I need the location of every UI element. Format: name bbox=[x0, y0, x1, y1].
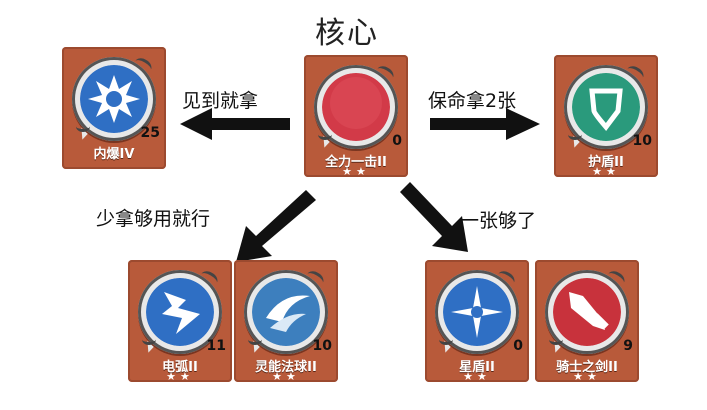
card-count: 0 bbox=[513, 338, 523, 354]
card-count: 25 bbox=[140, 125, 160, 141]
sword-icon bbox=[553, 278, 621, 346]
card-name: 星盾II bbox=[459, 360, 495, 375]
card-stars: ★★ bbox=[573, 370, 601, 383]
card-stars: ★★ bbox=[166, 370, 194, 383]
orb-icon bbox=[252, 278, 320, 346]
card-name: 护盾II bbox=[588, 155, 624, 170]
card-count: 10 bbox=[632, 133, 652, 149]
arrow-right bbox=[430, 108, 540, 140]
label-right: 保命拿2张 bbox=[428, 90, 517, 112]
card-sword[interactable]: 9 骑士之剑II ★★ bbox=[535, 260, 639, 383]
card-shield[interactable]: 10 护盾II ★★ bbox=[554, 55, 658, 178]
card-implosion[interactable]: 25 内爆IV bbox=[62, 47, 166, 169]
label-left: 见到就拿 bbox=[182, 90, 259, 112]
label-bottom-right: 一张够了 bbox=[460, 210, 537, 232]
card-arc[interactable]: 11 电弧II ★★ bbox=[128, 260, 232, 383]
card-stars: ★★ bbox=[592, 165, 620, 178]
label-bottom-left: 少拿够用就行 bbox=[96, 208, 211, 230]
card-name: 内爆IV bbox=[93, 147, 135, 162]
card-count: 9 bbox=[623, 338, 633, 354]
arrow-left bbox=[180, 108, 290, 140]
card-count: 11 bbox=[206, 338, 226, 354]
card-stars: ★★ bbox=[463, 370, 491, 383]
core-disc-icon bbox=[322, 73, 390, 141]
card-stars: ★★ bbox=[272, 370, 300, 383]
card-star-shield[interactable]: 0 星盾II ★★ bbox=[425, 260, 529, 383]
star-shield-icon bbox=[443, 278, 511, 346]
diagram-title: 核心 bbox=[315, 16, 379, 51]
card-count: 10 bbox=[312, 338, 332, 354]
card-name: 电弧II bbox=[162, 360, 198, 375]
card-name: 全力一击II bbox=[325, 155, 387, 170]
implosion-icon bbox=[80, 65, 148, 133]
card-count: 0 bbox=[392, 133, 402, 149]
arrow-down-right bbox=[400, 182, 468, 252]
shield-icon bbox=[572, 73, 640, 141]
card-core[interactable]: 0 全力一击II ★★ bbox=[304, 55, 408, 178]
card-orb[interactable]: 10 灵能法球II ★★ bbox=[234, 260, 338, 383]
card-name: 灵能法球II bbox=[255, 360, 317, 375]
card-stars: ★★ bbox=[342, 165, 370, 178]
arrow-down-left bbox=[236, 190, 316, 262]
card-name: 骑士之剑II bbox=[556, 360, 618, 375]
lightning-icon bbox=[146, 278, 214, 346]
